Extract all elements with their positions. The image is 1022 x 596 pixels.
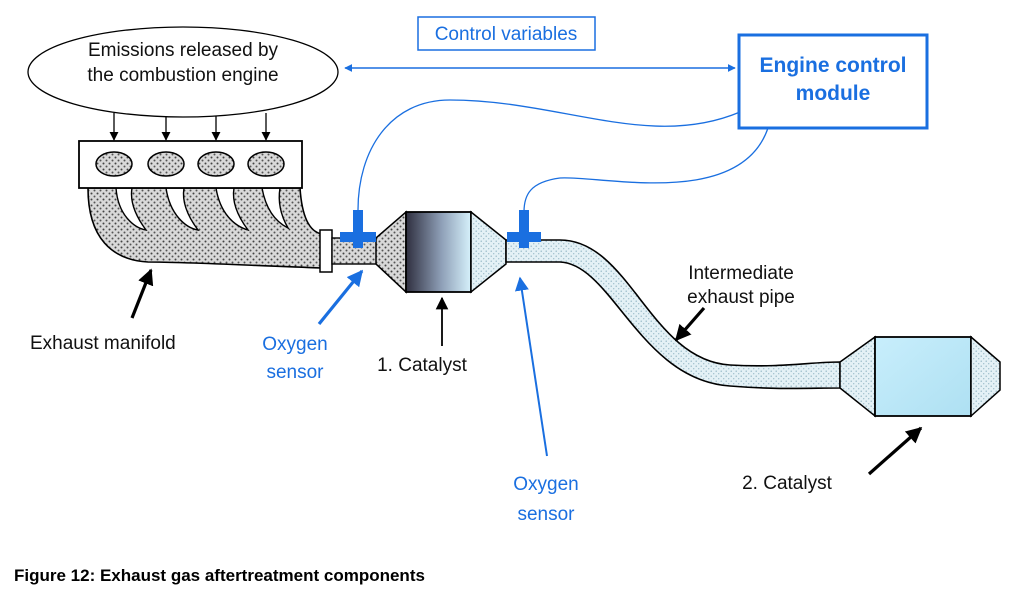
exhaust-manifold-label: Exhaust manifold [30,333,176,354]
oxygen-sensor-1-label-line2: sensor [266,362,324,383]
figure-caption: Figure 12: Exhaust gas aftertreatment co… [14,566,425,585]
catalyst-2-pointer [867,426,923,476]
flange [319,229,333,273]
oxygen-sensor-2-label-line2: sensor [517,504,575,525]
intermediate-pipe-label-line1: Intermediate [688,263,794,284]
catalyst-2 [839,335,1001,418]
catalyst-1 [375,210,507,294]
oxygen-sensor-1-label-line1: Oxygen [262,334,327,355]
intermediate-pointer [674,306,706,342]
emissions-label-line1: Emissions released by [88,40,279,61]
intermediate-pipe-label-line2: exhaust pipe [687,287,795,308]
emissions-node: Emissions released by the combustion eng… [27,26,339,118]
oxygen-sensor-2-label-line1: Oxygen [513,474,578,495]
catalyst-1-label: 1. Catalyst [377,355,467,376]
exhaust-manifold [87,187,323,269]
emission-arrows [109,113,271,141]
engine-control-module: Engine control module [737,33,929,130]
oxygen-sensor-2-pointer [514,276,548,457]
sensor-2-wire [523,127,769,213]
oxygen-sensor-2 [507,210,541,248]
ecm-label-line1: Engine control [760,54,907,77]
sensor-1-wire [357,99,741,211]
catalyst-2-label: 2. Catalyst [742,473,832,494]
control-variables-label: Control variables [435,24,578,45]
oxygen-sensor-1 [340,210,376,248]
oxygen-sensor-1-pointer [317,269,364,326]
manifold-pointer [130,268,154,319]
engine-block [78,140,303,189]
emissions-label-line2: the combustion engine [87,65,278,86]
control-variables-box: Control variables [417,16,596,51]
ecm-label-line2: module [796,82,871,105]
